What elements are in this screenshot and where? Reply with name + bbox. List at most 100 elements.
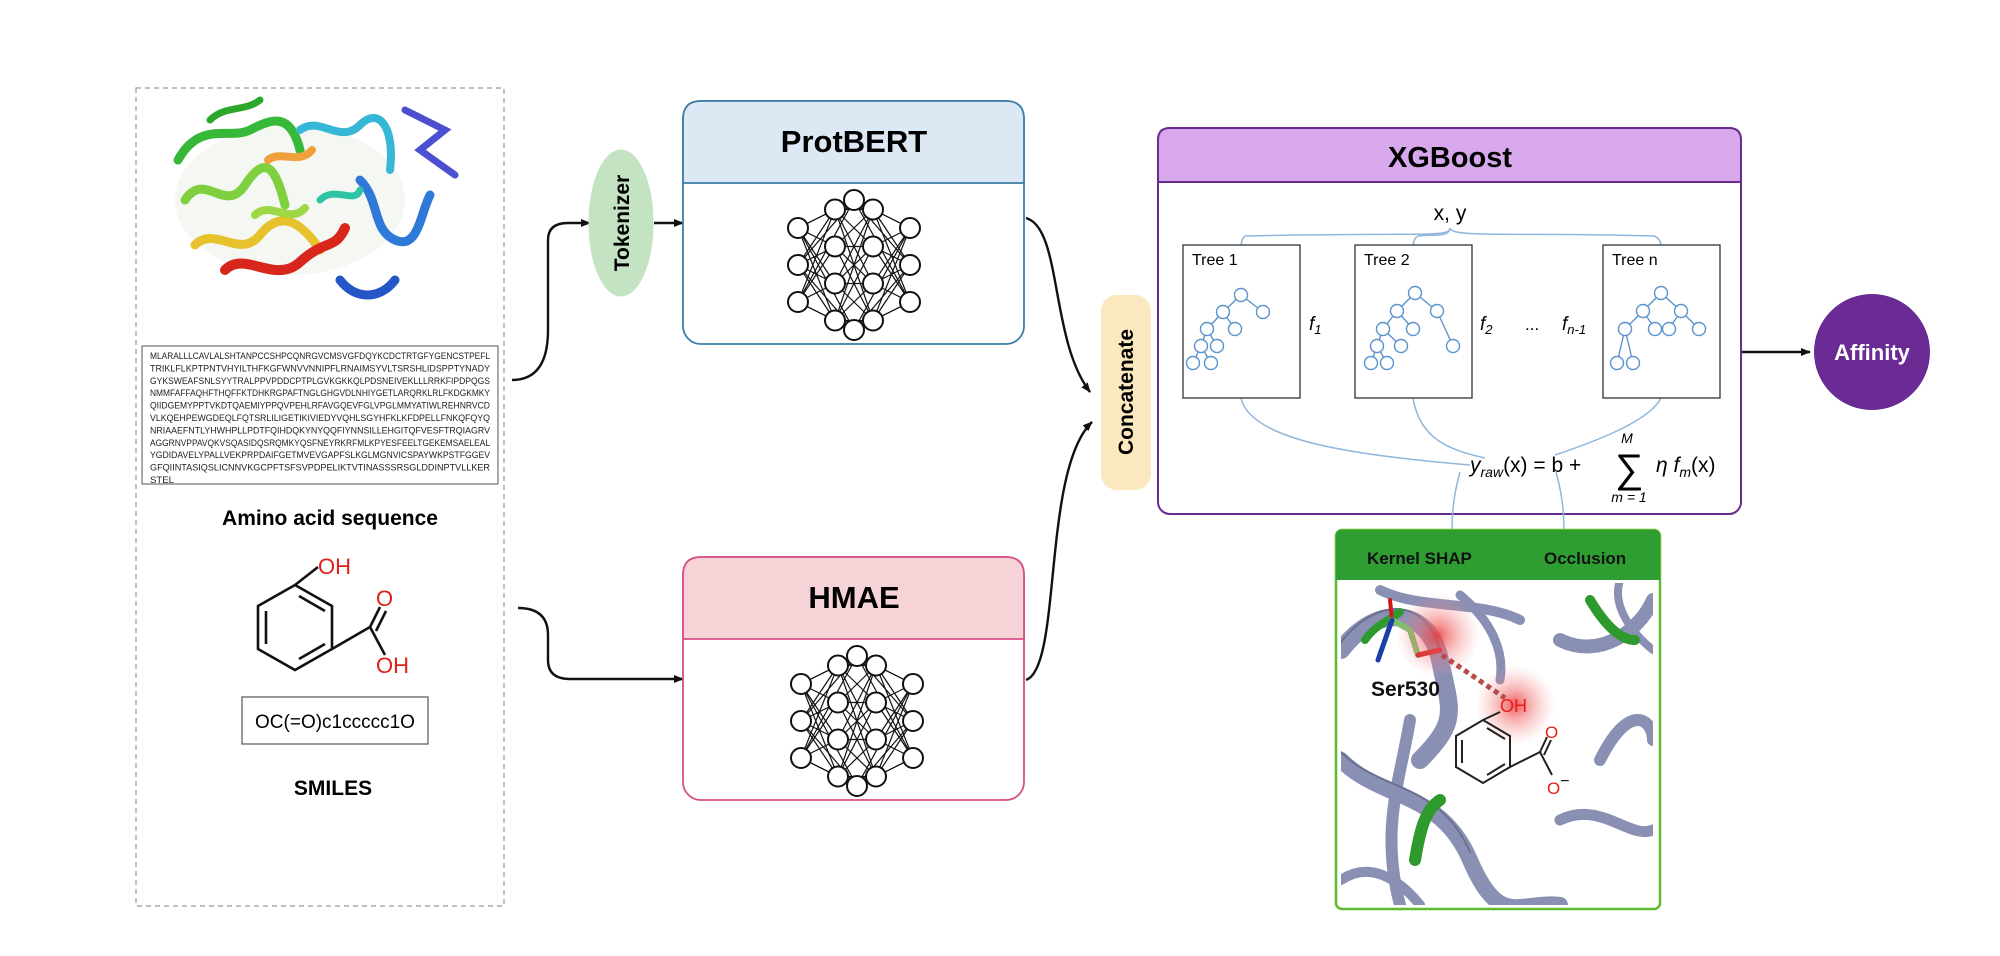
tree-node xyxy=(1389,303,1405,319)
residue-label: Ser530 xyxy=(1371,678,1440,701)
nn-node xyxy=(827,728,849,751)
nn-node xyxy=(865,728,887,751)
nn-node xyxy=(824,272,846,295)
sequence-line: NRIAAEFNTLYHWHPLLPDTFQIHDQKYNYQQFIYNNSIL… xyxy=(150,425,491,436)
tokenizer-label: Tokenizer xyxy=(611,175,634,271)
protbert-neural-network-icon xyxy=(787,189,921,341)
salicylic-acid-structure xyxy=(256,565,388,672)
smiles-label: SMILES xyxy=(294,777,372,800)
tree-node xyxy=(1647,321,1663,337)
svg-text:m = 1: m = 1 xyxy=(1611,489,1646,505)
kernel-shap-label: Kernel SHAP xyxy=(1367,549,1472,568)
svg-text:yraw(x) = b +: yraw(x) = b + xyxy=(1468,454,1581,480)
hmae-title: HMAE xyxy=(808,580,899,615)
binding-site-image xyxy=(1341,583,1653,905)
hmae-header xyxy=(682,556,1025,640)
sequence-box xyxy=(141,345,499,485)
nn-node xyxy=(787,217,809,239)
tree-node xyxy=(1445,338,1461,354)
input-panel: MLARALLLCAVLALSHTANPCCSHPCQNRGVCMSVGFDQY… xyxy=(135,87,505,907)
nn-node xyxy=(827,691,849,714)
tree-node xyxy=(1363,355,1379,371)
ellipsis: ... xyxy=(1525,315,1539,334)
svg-text:∑: ∑ xyxy=(1615,447,1644,491)
nn-node xyxy=(862,198,884,221)
sequence-line: TRIKLFLKPTPNTVHYILTHFKGFWNVVNNIPFLRNAIMS… xyxy=(150,363,491,374)
tree-label: Tree n xyxy=(1612,252,1658,269)
tree-label: Tree 2 xyxy=(1364,252,1410,269)
arrow-smiles-to-hmae xyxy=(517,606,684,683)
tree-connectors xyxy=(1240,227,1662,531)
tree-node xyxy=(1215,304,1231,320)
tree-node xyxy=(1199,321,1215,337)
tree-node xyxy=(1407,285,1423,301)
tree-boxes: Tree 1 Tree 2 Tree n xyxy=(1182,244,1721,399)
nn-node xyxy=(827,765,849,788)
ligand-oh-label: OH xyxy=(1500,696,1527,716)
concatenate-node: Concatenate xyxy=(1101,295,1151,490)
connector-arrows xyxy=(511,216,1811,683)
tree-node xyxy=(1255,304,1271,320)
fn-label: fn-1 xyxy=(1562,314,1586,337)
affinity-label: Affinity xyxy=(1834,340,1911,365)
sequence-line: MLARALLLCAVLALSHTANPCCSHPCQNRGVCMSVGFDQY… xyxy=(150,351,491,362)
nn-node xyxy=(862,272,884,295)
sequence-line: QIIDGEMYPPTVKDTQAEMIYPPQVPEHLRFAVGQEVFGL… xyxy=(150,401,490,412)
tree-node xyxy=(1653,285,1669,301)
ligand-o-minus-label: O− xyxy=(1547,773,1570,798)
protein-structure-image xyxy=(173,96,459,300)
sequence-text: MLARALLLCAVLALSHTANPCCSHPCQNRGVCMSVGFDQY… xyxy=(150,351,491,486)
tree-node xyxy=(1429,303,1445,319)
sequence-line: AGGRNVPPAVQKVSQASIDQSRQMKYQSFNEYRKRFMLKP… xyxy=(150,438,491,449)
svg-text:η fm(x): η fm(x) xyxy=(1656,454,1716,480)
tree-box: Tree 2 xyxy=(1354,244,1473,399)
molecule-oh-top: OH xyxy=(318,554,351,579)
nn-node xyxy=(899,254,921,276)
nn-node xyxy=(843,319,865,341)
sequence-line: STEL xyxy=(150,475,175,486)
nn-node xyxy=(824,235,846,258)
nn-node xyxy=(790,710,812,732)
nn-node xyxy=(865,765,887,788)
tree-node xyxy=(1691,321,1707,337)
nn-node xyxy=(787,291,809,313)
nn-node xyxy=(843,189,865,211)
xgboost-input-label: x, y xyxy=(1434,202,1467,225)
nn-node xyxy=(862,309,884,332)
xgboost-title: XGBoost xyxy=(1388,142,1512,174)
nn-node xyxy=(865,654,887,677)
nn-node xyxy=(846,645,868,667)
tree-node xyxy=(1227,321,1243,337)
ligand-o-label: O xyxy=(1545,723,1558,742)
tree-node xyxy=(1661,321,1677,337)
molecule-o: O xyxy=(376,586,393,611)
smiles-box xyxy=(241,696,429,745)
tree-node xyxy=(1209,338,1225,354)
f2-label: f2 xyxy=(1480,314,1493,337)
nn-node xyxy=(824,198,846,221)
sequence-line: GFQIINTASIQSLICNNVKGCPFTSFSVPDPELIKTVTIN… xyxy=(150,463,490,474)
oh-highlight xyxy=(1475,665,1555,745)
xgboost-formula: yraw(x) = b + ∑ M m = 1 η fm(x) xyxy=(1468,430,1716,505)
nn-node xyxy=(899,291,921,313)
tree-node xyxy=(1233,287,1249,303)
tokenizer-node: Tokenizer xyxy=(588,149,654,297)
nn-node xyxy=(790,673,812,695)
tree-box: Tree 1 xyxy=(1182,244,1301,399)
sequence-line: YGDIDAVELYPALLVEKPRPDAIFGETMVEVGAPFSLKGL… xyxy=(150,450,491,461)
sequence-label: Amino acid sequence xyxy=(222,507,438,530)
tree-node xyxy=(1185,355,1201,371)
protbert-title: ProtBERT xyxy=(781,124,927,159)
explainability-panel: Kernel SHAP Occlusion xyxy=(1334,528,1662,911)
nn-node xyxy=(899,217,921,239)
arrow-sequence-to-tokenizer xyxy=(511,219,591,382)
arrow-protbert-to-concatenate xyxy=(1025,216,1091,393)
sequence-line: NMMFAFFAQHFTHQFFKTDHKRGPAFTNGLGHGVDLNHIY… xyxy=(150,388,491,399)
molecule-oh-bottom: OH xyxy=(376,653,409,678)
nn-node xyxy=(902,673,924,695)
sequence-line: VLKQEHPEWGDEQLFQTSRLILIGETIKIVIEDYVQHLSG… xyxy=(150,413,490,424)
tree-node xyxy=(1203,355,1219,371)
tree-node xyxy=(1393,338,1409,354)
xgboost-header xyxy=(1157,127,1742,183)
